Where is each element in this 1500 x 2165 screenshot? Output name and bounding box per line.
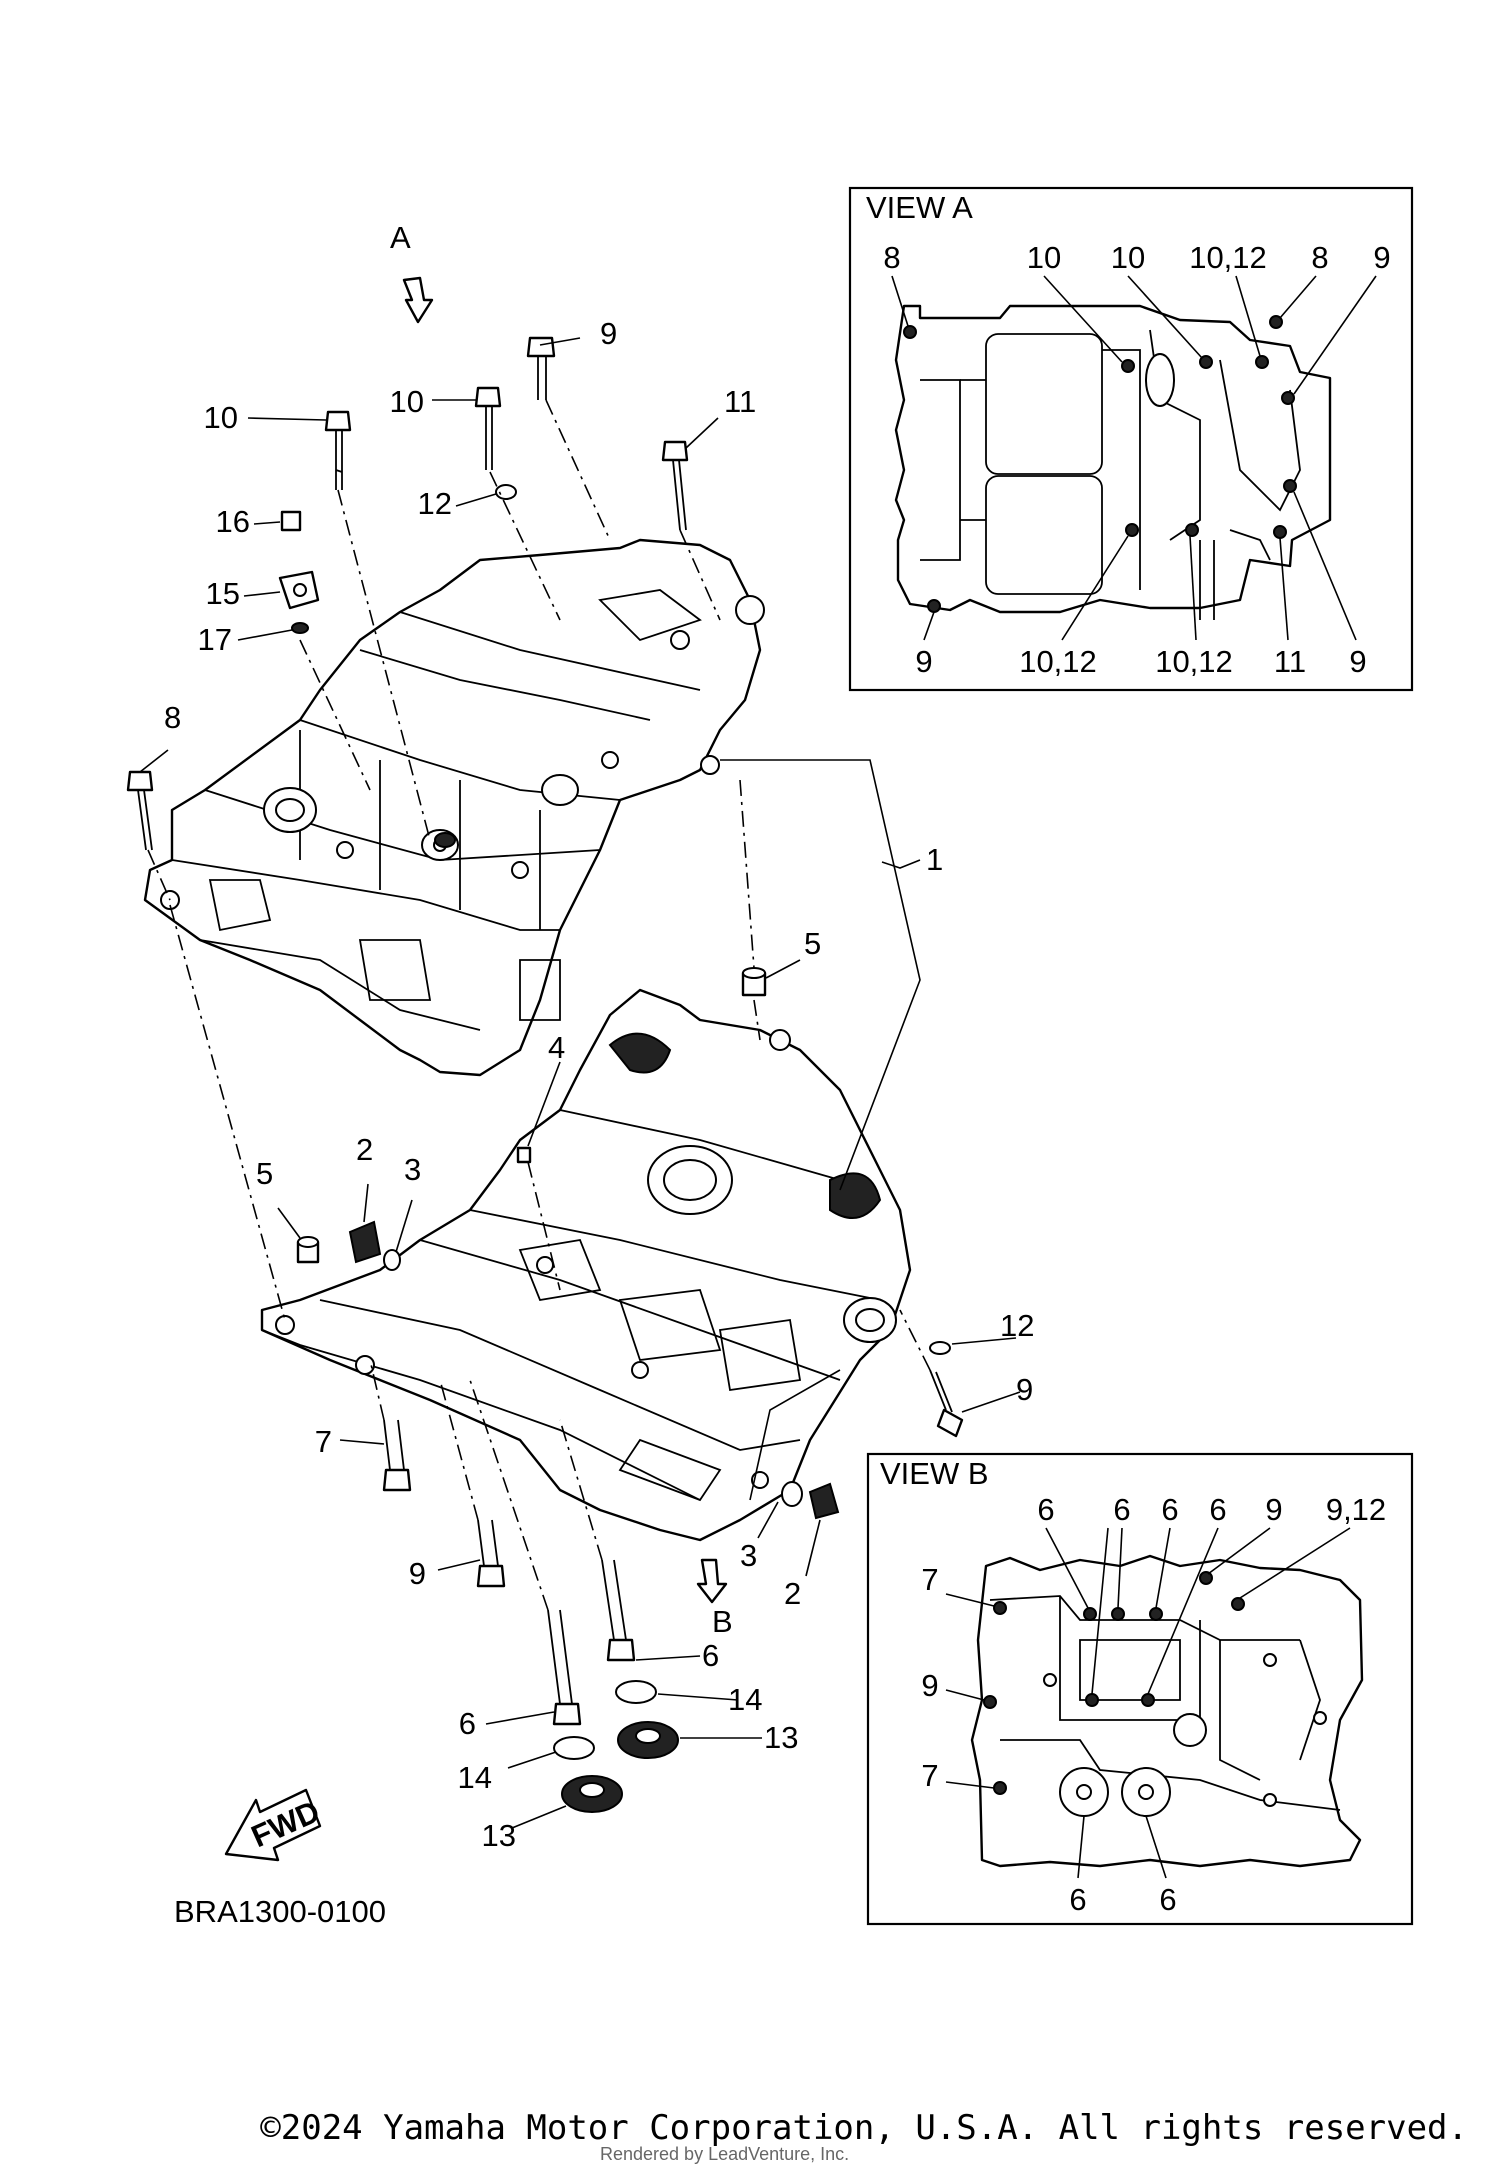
callout-14-upper: 14 xyxy=(728,1682,762,1717)
callout-7: 7 xyxy=(315,1424,332,1459)
view-a-top-label: 8 xyxy=(1311,240,1328,275)
copyright-notice: ©2024 Yamaha Motor Corporation, U.S.A. A… xyxy=(260,2108,1468,2148)
callout-9-top: 9 xyxy=(600,316,617,351)
callout-11: 11 xyxy=(724,384,756,419)
diagram-code: BRA1300-0100 xyxy=(174,1894,386,1929)
rendered-by-watermark: Rendered by LeadVenture, Inc. xyxy=(600,2144,850,2164)
callout-15: 15 xyxy=(206,576,240,611)
view-b-top-label: 6 xyxy=(1113,1492,1130,1527)
view-b-title: VIEW B xyxy=(880,1456,989,1491)
callout-10-left: 10 xyxy=(204,400,238,435)
view-a-bottom-label: 10,12 xyxy=(1155,644,1233,679)
view-a-bottom-label: 10,12 xyxy=(1019,644,1097,679)
callout-13-upper: 13 xyxy=(764,1720,798,1755)
callout-13-lower: 13 xyxy=(482,1818,516,1853)
callout-a: A xyxy=(390,220,411,255)
view-b-top-label: 6 xyxy=(1161,1492,1178,1527)
callout-9-right: 9 xyxy=(1016,1372,1033,1407)
callout-17: 17 xyxy=(198,622,232,657)
view-b-top-label: 9,12 xyxy=(1326,1492,1386,1527)
callout-5-right: 5 xyxy=(804,926,821,961)
view-a-top-label: 10 xyxy=(1111,240,1145,275)
view-b-top-label: 6 xyxy=(1037,1492,1054,1527)
view-a-bottom-label: 9 xyxy=(915,644,932,679)
callout-9-lower: 9 xyxy=(409,1556,426,1591)
callout-4: 4 xyxy=(548,1030,565,1065)
callout-5-left: 5 xyxy=(256,1156,273,1191)
callout-3-left: 3 xyxy=(404,1152,421,1187)
callout-1: 1 xyxy=(926,842,943,877)
callout-2-right: 2 xyxy=(784,1576,801,1611)
view-b-top-label: 6 xyxy=(1209,1492,1226,1527)
view-b-left-label: 7 xyxy=(921,1562,938,1597)
view-b-bottom-label: 6 xyxy=(1069,1882,1086,1917)
leader-lines xyxy=(139,276,1021,1862)
callout-b: B xyxy=(712,1604,733,1639)
callout-14-lower: 14 xyxy=(458,1760,492,1795)
view-a-top-label: 9 xyxy=(1373,240,1390,275)
upper-crankcase xyxy=(143,538,765,1077)
callout-2-left: 2 xyxy=(356,1132,373,1167)
callout-12-right: 12 xyxy=(1000,1308,1034,1343)
view-b-bottom-label: 6 xyxy=(1159,1882,1176,1917)
callout-3-right: 3 xyxy=(740,1538,757,1573)
view-a-bottom-label: 11 xyxy=(1274,644,1306,679)
callout-6-upper: 6 xyxy=(702,1638,719,1673)
view-a-title: VIEW A xyxy=(866,190,973,225)
view-b-inset: VIEW B 6 6 6 6 9 9,12 7 9 7 6 6 xyxy=(866,1452,1414,1926)
view-a-bottom-label: 9 xyxy=(1349,644,1366,679)
view-a-top-label: 10 xyxy=(1027,240,1061,275)
view-a-top-label: 8 xyxy=(883,240,900,275)
callout-12-top: 12 xyxy=(418,486,452,521)
callout-8: 8 xyxy=(164,700,181,735)
fasteners xyxy=(126,336,964,1813)
callout-10-mid: 10 xyxy=(390,384,424,419)
callout-labels: A 9 10 10 11 12 16 15 17 8 1 5 4 2 3 5 1… xyxy=(164,220,1034,1929)
view-b-left-label: 9 xyxy=(921,1668,938,1703)
view-b-left-label: 7 xyxy=(921,1758,938,1793)
view-a-top-label: 10,12 xyxy=(1189,240,1267,275)
view-a-inset: VIEW A 8 10 10 10,12 8 9 9 10,12 10,12 1… xyxy=(848,186,1414,692)
lower-crankcase xyxy=(260,988,912,1542)
view-b-top-label: 9 xyxy=(1265,1492,1282,1527)
callout-16: 16 xyxy=(216,504,250,539)
callout-6-lower: 6 xyxy=(459,1706,476,1741)
